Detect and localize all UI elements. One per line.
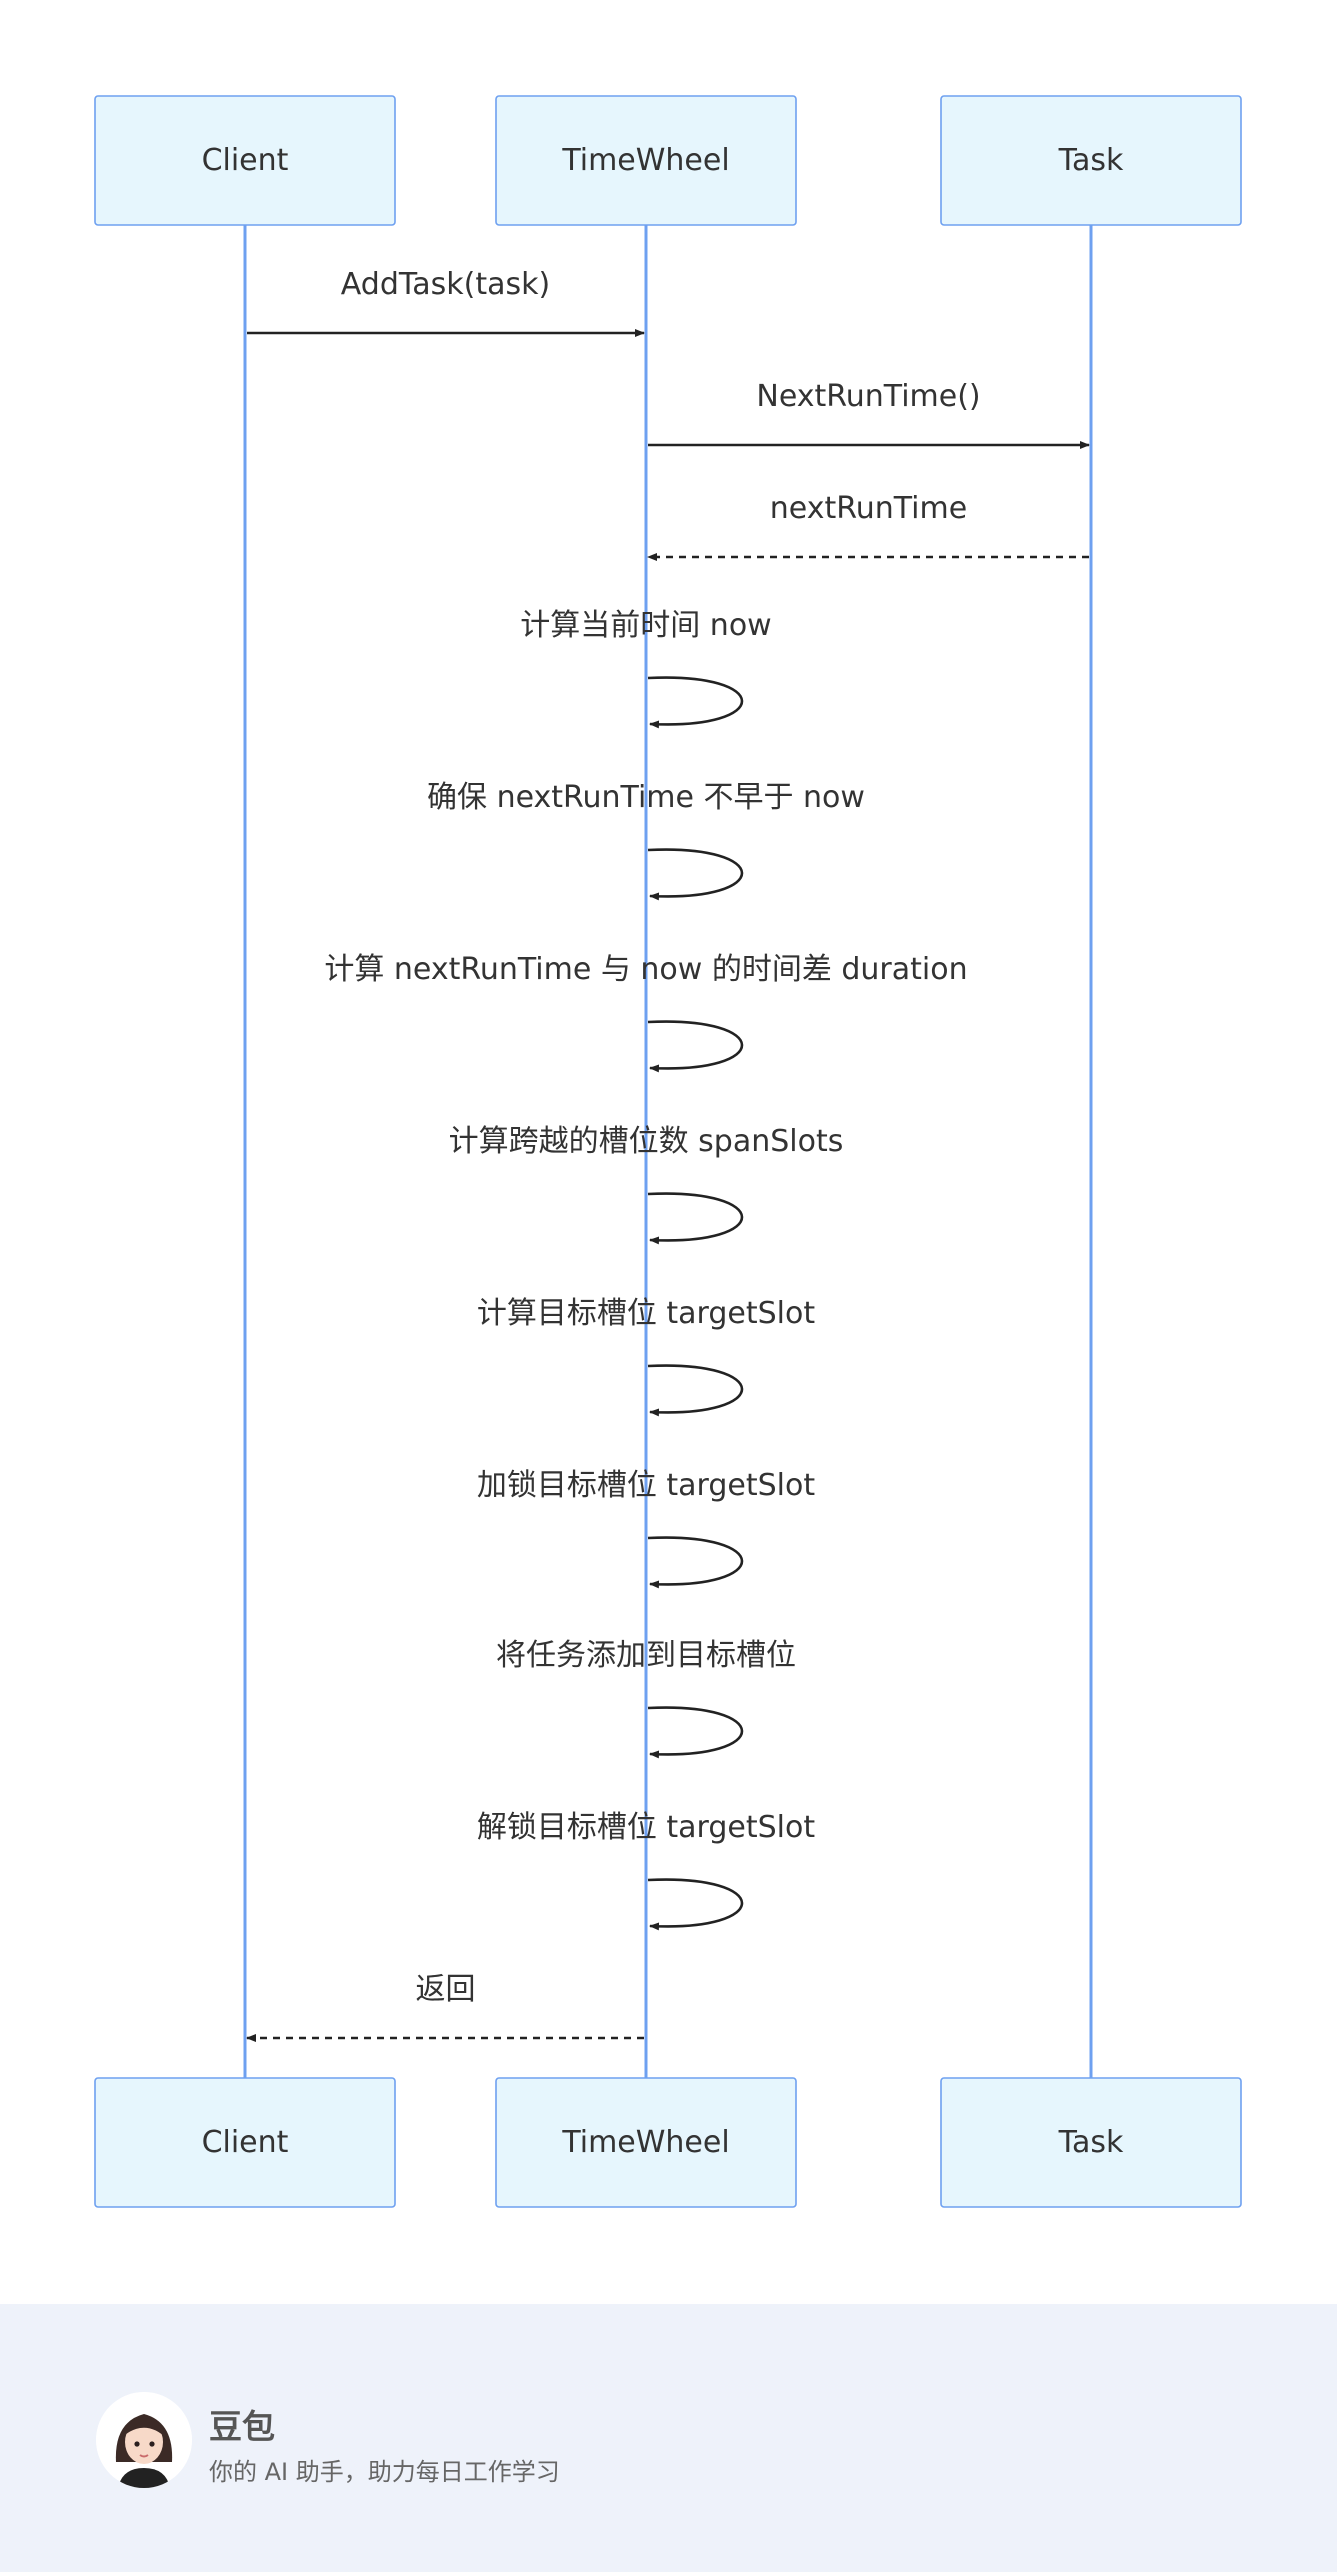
self-message-arrow: [647, 1364, 744, 1417]
participant-box: [940, 2077, 1242, 2208]
participant-timewheel-top: TimeWheel: [495, 95, 797, 226]
participant-task-bottom: Task: [940, 2077, 1242, 2208]
message-3: nextRunTime: [647, 491, 1089, 561]
participant-box: [94, 95, 396, 226]
message-6: 计算 nextRunTime 与 now 的时间差 duration: [324, 952, 968, 1073]
participant-box: [94, 2077, 396, 2208]
participant-box: [940, 95, 1242, 226]
participant-box: [495, 95, 797, 226]
message-label: 将任务添加到目标槽位: [496, 1638, 796, 1673]
self-message-arrow: [647, 1192, 744, 1245]
participant-task-top: Task: [940, 95, 1242, 226]
message-7: 计算跨越的槽位数 spanSlots: [449, 1124, 844, 1245]
message-label: 计算跨越的槽位数 spanSlots: [449, 1124, 844, 1159]
message-11: 解锁目标槽位 targetSlot: [477, 1810, 815, 1931]
participant-timewheel-bottom: TimeWheel: [495, 2077, 797, 2208]
message-8: 计算目标槽位 targetSlot: [477, 1296, 815, 1417]
message-9: 加锁目标槽位 targetSlot: [477, 1468, 815, 1589]
participant-label: TimeWheel: [561, 143, 729, 178]
avatar: [96, 2392, 192, 2488]
message-label: 计算当前时间 now: [520, 608, 771, 643]
participant-label: Client: [202, 143, 289, 178]
self-message-arrow: [647, 1020, 744, 1073]
message-label: 加锁目标槽位 targetSlot: [477, 1468, 815, 1503]
message-label: 返回: [416, 1972, 476, 2007]
footer: 豆包 你的 AI 助手，助力每日工作学习: [0, 2304, 1337, 2572]
message-label: 确保 nextRunTime 不早于 now: [427, 780, 865, 815]
participant-box: [495, 2077, 797, 2208]
message-1: AddTask(task): [247, 267, 645, 337]
message-label: AddTask(task): [341, 267, 550, 302]
self-message-arrow: [647, 676, 744, 729]
participant-client-bottom: Client: [94, 2077, 396, 2208]
message-label: 解锁目标槽位 targetSlot: [477, 1810, 815, 1845]
self-message-arrow: [647, 848, 744, 901]
message-2: NextRunTime(): [648, 379, 1090, 449]
brand-name: 豆包: [209, 2407, 275, 2446]
participant-label: Task: [1058, 2125, 1124, 2160]
brand-tagline: 你的 AI 助手，助力每日工作学习: [209, 2458, 560, 2486]
self-message-arrow: [647, 1706, 744, 1759]
message-4: 计算当前时间 now: [520, 608, 772, 729]
message-label: nextRunTime: [770, 491, 967, 526]
self-message-arrow: [647, 1536, 744, 1589]
message-label: 计算 nextRunTime 与 now 的时间差 duration: [324, 952, 967, 987]
message-label: NextRunTime(): [756, 379, 980, 414]
message-5: 确保 nextRunTime 不早于 now: [427, 780, 865, 901]
participant-client-top: Client: [94, 95, 396, 226]
participant-label: Client: [202, 2125, 289, 2160]
participant-label: Task: [1058, 143, 1124, 178]
message-label: 计算目标槽位 targetSlot: [477, 1296, 815, 1331]
self-message-arrow: [647, 1878, 744, 1931]
message-10: 将任务添加到目标槽位: [496, 1638, 796, 1759]
participant-label: TimeWheel: [561, 2125, 729, 2160]
message-12: 返回: [246, 1972, 644, 2042]
